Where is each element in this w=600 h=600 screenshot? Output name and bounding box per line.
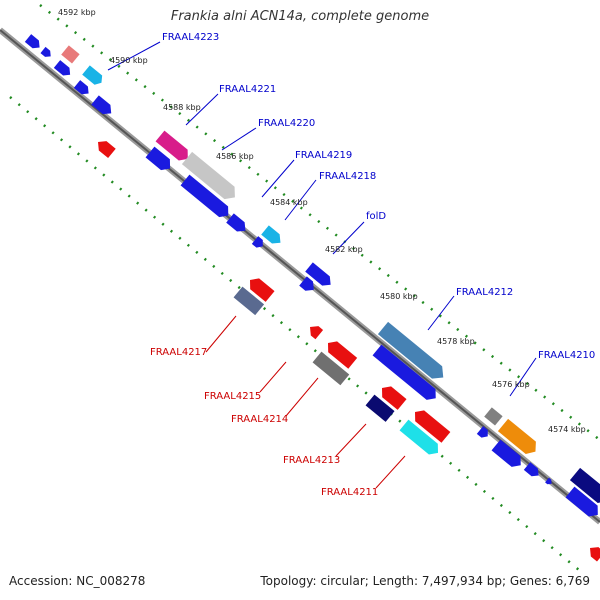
gene-arrow[interactable]: [246, 275, 275, 302]
scale-label: 4580 kbp: [380, 292, 418, 301]
gene-arrow[interactable]: [491, 439, 526, 471]
scale-label: 4588 kbp: [163, 103, 201, 112]
gene-label[interactable]: FRAAL4220: [258, 118, 316, 129]
gene-label[interactable]: FRAAL4223: [162, 32, 220, 43]
scale-label: 4584 kbp: [270, 198, 308, 207]
scale-label: 4574 kbp: [548, 425, 586, 434]
gene-arrow[interactable]: [61, 45, 80, 64]
gene-label[interactable]: FRAAL4214: [231, 414, 289, 425]
gene-arrow[interactable]: [73, 80, 92, 97]
gene-label[interactable]: FRAAL4211: [321, 487, 379, 498]
accession-text: Accession: NC_008278: [9, 574, 146, 588]
gene-label[interactable]: FRAAL4221: [219, 84, 277, 95]
gene-label[interactable]: folD: [366, 211, 387, 222]
gene-arrow[interactable]: [181, 151, 240, 204]
gene-arrow[interactable]: [91, 95, 115, 118]
gene-arrow[interactable]: [586, 543, 600, 562]
gene-arrow[interactable]: [372, 344, 441, 404]
gene-arrow[interactable]: [226, 213, 249, 235]
gene-label[interactable]: FRAAL4210: [538, 350, 596, 361]
gene-arrow[interactable]: [497, 418, 541, 458]
topology-text: Topology: circular; Length: 7,497,934 bp…: [260, 574, 590, 588]
gene-arrow[interactable]: [569, 467, 600, 507]
gene-arrow[interactable]: [365, 394, 395, 422]
gene-arrow[interactable]: [312, 351, 350, 386]
gene-arrow[interactable]: [377, 321, 448, 384]
scale-label: 4590 kbp: [110, 56, 148, 65]
gene-arrow[interactable]: [145, 146, 175, 174]
gene-label[interactable]: FRAAL4212: [456, 287, 514, 298]
gene-arrow[interactable]: [565, 486, 600, 521]
gene-arrow[interactable]: [180, 174, 233, 221]
gene-arrow[interactable]: [82, 65, 105, 87]
gene-arrow[interactable]: [155, 130, 193, 165]
lower-dotted-guide: [9, 96, 586, 576]
gene-arrow[interactable]: [476, 426, 491, 440]
gene-arrow[interactable]: [545, 477, 553, 486]
genome-backbone: [0, 27, 600, 525]
scale-label: 4578 kbp: [437, 337, 475, 346]
gene-arrow[interactable]: [378, 383, 407, 410]
gene-arrow[interactable]: [53, 60, 73, 79]
gene-label[interactable]: FRAAL4213: [283, 455, 341, 466]
gene-arrow[interactable]: [411, 407, 451, 443]
gene-arrow[interactable]: [306, 322, 324, 340]
label-leaders: [107, 41, 537, 489]
gene-arrow[interactable]: [24, 34, 43, 51]
gene-arrow[interactable]: [305, 262, 334, 289]
gene-arrow[interactable]: [399, 419, 443, 459]
gene-label[interactable]: FRAAL4218: [319, 171, 377, 182]
gene-arrow[interactable]: [299, 276, 317, 294]
map-title: Frankia alni ACN14a, complete genome: [170, 9, 430, 24]
scale-label: 4582 kbp: [325, 245, 363, 254]
gene-arrow[interactable]: [324, 338, 358, 369]
gene-arrow[interactable]: [40, 46, 53, 60]
gene-arrow[interactable]: [233, 286, 265, 316]
upper-dotted-guide: [39, 4, 600, 441]
gene-arrow[interactable]: [523, 462, 542, 479]
gene-arrow[interactable]: [484, 407, 503, 426]
scale-label: 4592 kbp: [58, 8, 96, 17]
gene-arrow[interactable]: [94, 137, 116, 159]
gene-arrow[interactable]: [261, 225, 284, 247]
gene-label[interactable]: FRAAL4217: [150, 347, 208, 358]
gene-label[interactable]: FRAAL4215: [204, 391, 262, 402]
gene-label[interactable]: FRAAL4219: [295, 150, 353, 161]
gene-arrow[interactable]: [251, 236, 266, 250]
scale-label: 4586 kbp: [216, 152, 254, 161]
genes: [24, 34, 600, 562]
scale-label: 4576 kbp: [492, 380, 530, 389]
